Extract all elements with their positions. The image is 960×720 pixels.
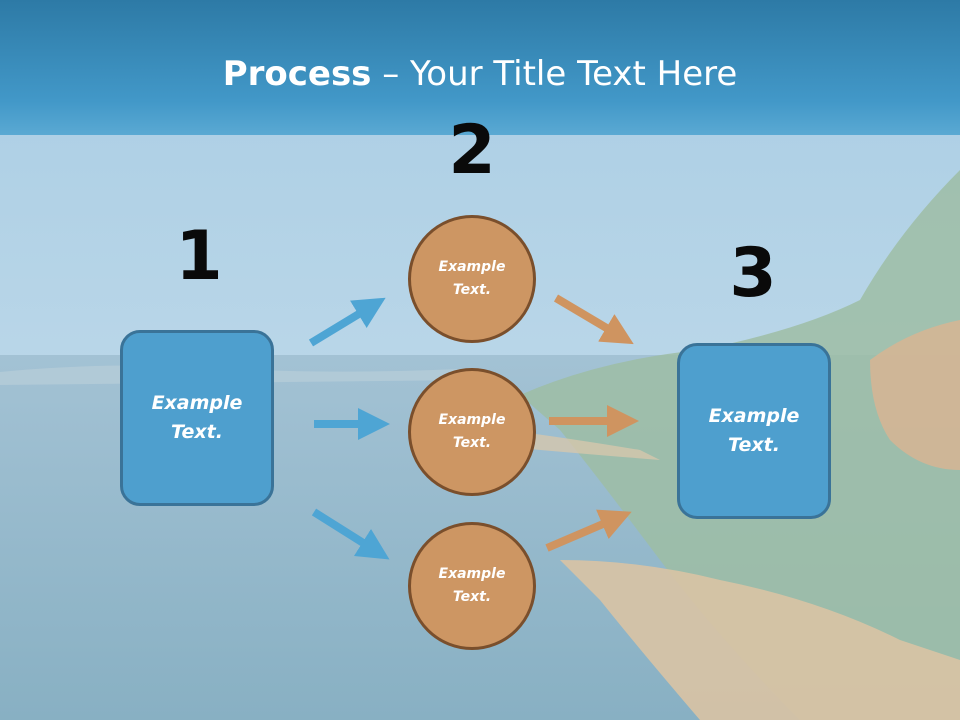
- step-number-2: 2: [448, 111, 496, 190]
- arrow-1-to-top: [308, 297, 386, 347]
- circle-bottom-label: Example Text.: [438, 566, 506, 605]
- step-number-1: 1: [175, 217, 223, 296]
- arrow-top-to-3: [553, 294, 634, 345]
- step-3-label: Example Text.: [708, 405, 800, 456]
- title-bold: Process: [222, 54, 372, 94]
- circle-middle-label: Example Text.: [438, 412, 506, 451]
- step-2-circle-bottom: Example Text.: [408, 522, 536, 650]
- step-2-circle-middle: Example Text.: [408, 368, 536, 496]
- step-1-label: Example Text.: [151, 392, 243, 443]
- step-3-box: Example Text.: [677, 343, 831, 519]
- title-rest: – Your Title Text Here: [371, 54, 738, 94]
- circle-top-label: Example Text.: [438, 259, 506, 298]
- arrow-1-to-bottom: [311, 508, 390, 560]
- slide-title: Process – Your Title Text Here: [0, 52, 960, 96]
- step-2-circle-top: Example Text.: [408, 215, 536, 343]
- step-number-3: 3: [729, 234, 777, 313]
- step-1-box: Example Text.: [120, 330, 274, 506]
- arrow-bottom-to-3: [545, 509, 632, 552]
